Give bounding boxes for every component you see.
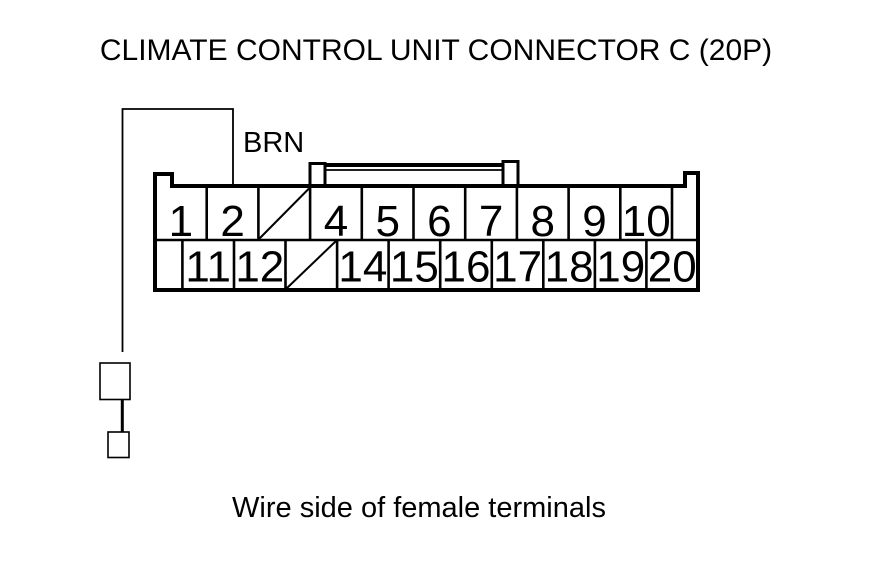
pin-label-18: 18 <box>545 243 594 292</box>
pin-label-9: 9 <box>582 197 606 246</box>
pin-label-12: 12 <box>235 243 284 292</box>
pin-label-5: 5 <box>375 197 399 246</box>
brn-wire-line <box>121 108 234 352</box>
diagram-caption: Wire side of female terminals <box>232 492 606 524</box>
pin-grid-lines-top-row <box>205 187 674 240</box>
pin-label-15: 15 <box>390 243 439 292</box>
pin-label-11: 11 <box>185 243 231 292</box>
connector-lock-tab-right <box>501 160 520 188</box>
no-pin-slash-bottom <box>285 240 337 290</box>
connector-lock-tab-left <box>308 162 327 188</box>
pin-label-19: 19 <box>596 243 645 292</box>
pin-label-7: 7 <box>479 197 503 246</box>
no-pin-slash-top <box>258 187 310 240</box>
connector-shell <box>153 171 700 292</box>
pin-label-1: 1 <box>169 197 193 246</box>
pin-label-6: 6 <box>427 197 451 246</box>
pin-label-20: 20 <box>648 243 697 292</box>
pin-label-17: 17 <box>493 243 542 292</box>
pin-label-2: 2 <box>220 197 244 246</box>
pin-label-10: 10 <box>622 197 671 246</box>
diagram-title: CLIMATE CONTROL UNIT CONNECTOR C (20P) <box>100 34 772 67</box>
wire-color-label: BRN <box>243 127 304 159</box>
wire-component-box-large <box>99 362 131 401</box>
pin-label-14: 14 <box>338 243 387 292</box>
pin-label-4: 4 <box>324 197 348 246</box>
pin-grid-lines-bottom-row <box>181 240 648 290</box>
pin-label-8: 8 <box>531 197 555 246</box>
pin-label-16: 16 <box>442 243 491 292</box>
wire-component-box-small <box>107 431 130 459</box>
